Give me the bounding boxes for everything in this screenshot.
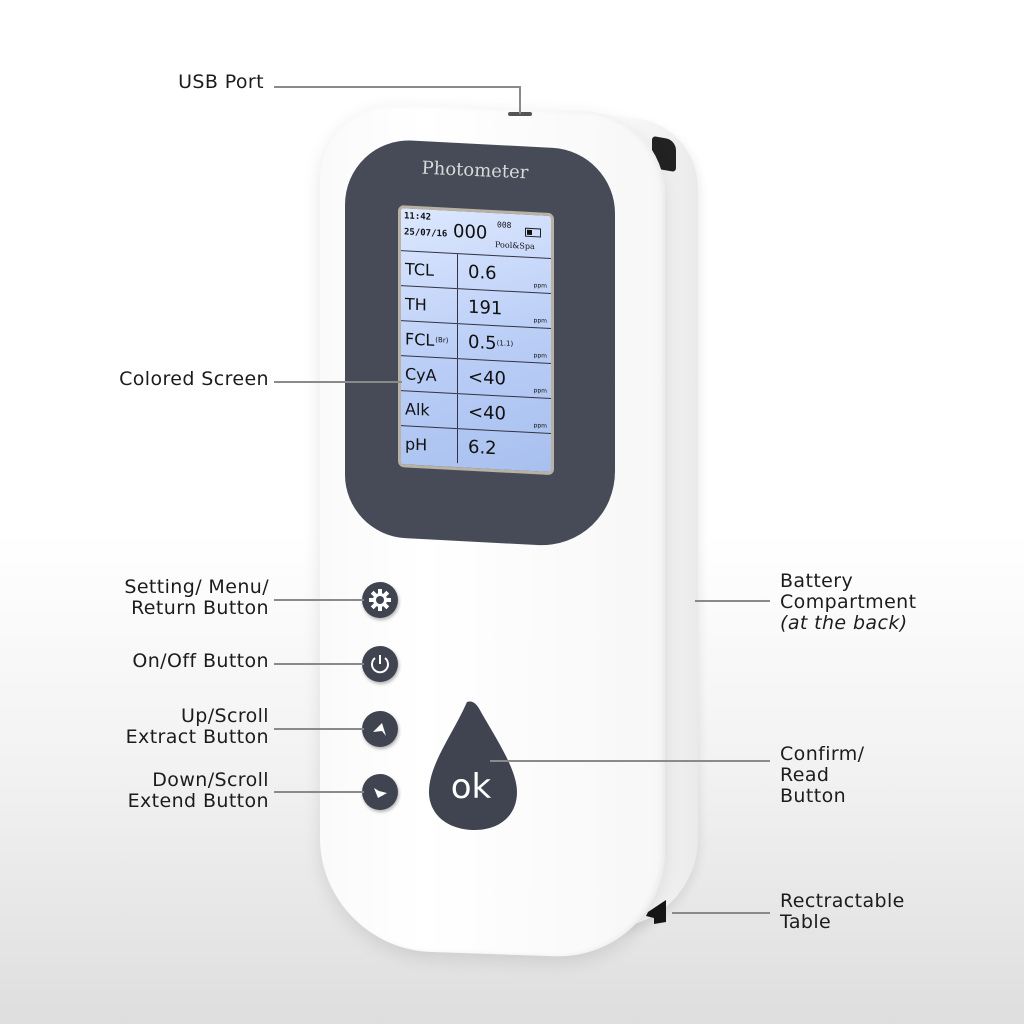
param-value: 6.2 (468, 436, 497, 459)
param-name: FCL (405, 328, 435, 350)
power-icon (371, 655, 389, 674)
settings-button[interactable] (362, 582, 398, 618)
usb-port[interactable] (508, 112, 532, 116)
param-unit: ppm (533, 352, 547, 360)
label-usb-port: USB Port (178, 71, 264, 93)
label-onoff-button: On/Off Button (132, 650, 269, 672)
callout-line-up (274, 728, 364, 730)
callout-line-battery (695, 600, 770, 602)
lcd-row: pH 6.2 (401, 426, 551, 468)
callout-line-confirm (490, 760, 770, 762)
param-unit: ppm (533, 282, 547, 290)
param-value: <40 (468, 366, 506, 390)
callout-line-usb (274, 86, 520, 88)
label-confirm-button: Confirm/ Read Button (780, 743, 865, 807)
arrow-down-icon (374, 788, 387, 798)
callout-line-usb-vertical (519, 86, 521, 114)
lcd-record-number: 008 (497, 220, 512, 230)
retractable-table-tab[interactable] (644, 898, 670, 928)
param-name: pH (405, 433, 428, 455)
battery-icon (525, 227, 541, 238)
gear-icon (369, 589, 391, 611)
param-unit: ppm (533, 422, 547, 430)
callout-line-down (274, 791, 364, 793)
label-colored-screen: Colored Screen (119, 368, 269, 390)
param-unit: ppm (533, 387, 547, 395)
callout-line-screen (274, 381, 402, 383)
label-retractable-table: Rectractable Table (780, 890, 905, 933)
param-value: <40 (468, 401, 506, 425)
up-scroll-button[interactable] (362, 711, 398, 747)
callout-line-table (672, 912, 770, 914)
param-value: 191 (468, 296, 503, 319)
param-sub: (Br) (435, 335, 449, 345)
power-button[interactable] (362, 646, 398, 682)
lcd-counter: 000 (453, 220, 488, 244)
lcd-time: 11:42 (404, 211, 432, 223)
lcd-date: 25/07/16 (404, 227, 448, 240)
ok-confirm-button[interactable]: ok (427, 700, 519, 830)
arrow-up-icon (373, 723, 386, 736)
lcd-header: 11:42 25/07/16 000 008 Pool&Spa (401, 208, 551, 260)
param-name: TH (405, 293, 427, 315)
callout-line-power (274, 663, 364, 665)
lcd-screen: 11:42 25/07/16 000 008 Pool&Spa TCL 0.6 p… (398, 205, 554, 476)
ok-label: ok (451, 767, 492, 807)
callout-line-settings (274, 599, 364, 601)
param-value: 0.6 (468, 261, 497, 284)
label-battery-compartment: Battery Compartment (at the back) (780, 570, 917, 634)
param-unit: ppm (533, 317, 547, 325)
lcd-mode: Pool&Spa (495, 240, 535, 252)
param-extra: (1.1) (496, 339, 514, 349)
param-value: 0.5 (468, 331, 497, 354)
param-name: CyA (405, 363, 437, 385)
label-settings-button: Setting/ Menu/Return Button (124, 576, 269, 619)
down-scroll-button[interactable] (362, 774, 398, 810)
param-name: Alk (405, 398, 430, 420)
param-name: TCL (405, 258, 434, 280)
